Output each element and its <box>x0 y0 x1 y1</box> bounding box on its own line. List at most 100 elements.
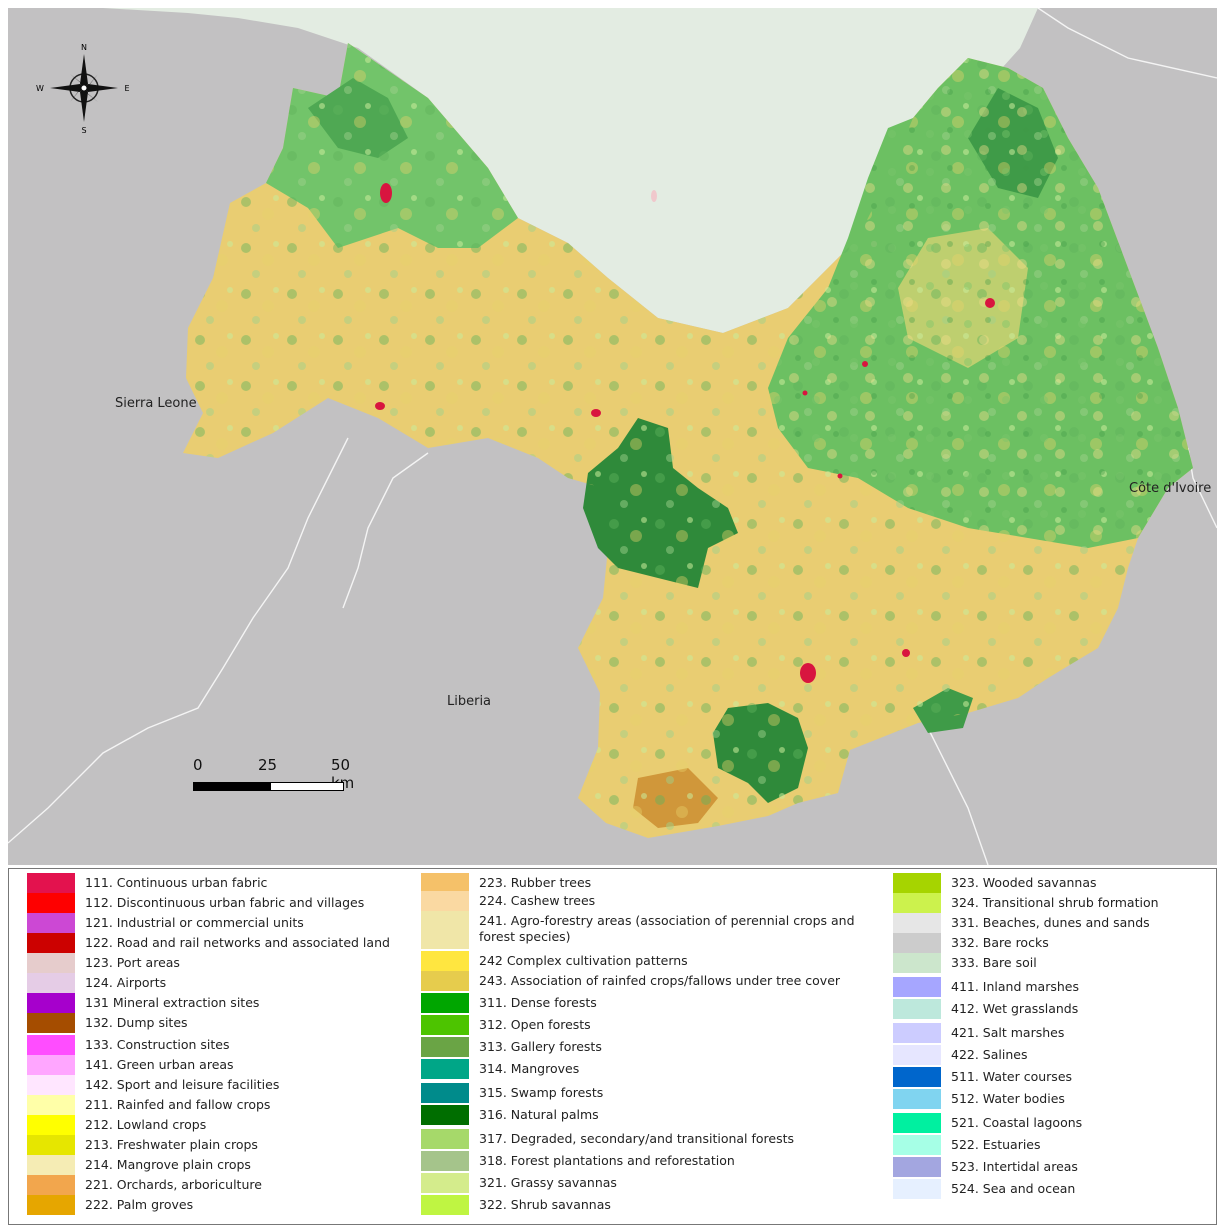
legend-label: 211. Rainfed and fallow crops <box>85 1097 271 1112</box>
legend-swatch <box>893 1089 941 1109</box>
legend-label: 121. Industrial or commercial units <box>85 915 304 930</box>
legend-swatch <box>421 1059 469 1079</box>
legend-label: 243. Association of rainfed crops/fallow… <box>479 973 841 988</box>
legend-label: 131 Mineral extraction sites <box>85 995 260 1010</box>
scale-tick-25: 25 <box>258 756 278 774</box>
scale-bar: 0 25 50 km <box>193 756 373 806</box>
legend-swatch <box>893 999 941 1019</box>
legend-swatch <box>27 993 75 1013</box>
legend-swatch <box>421 1083 469 1103</box>
compass-rose-icon: N S W E <box>36 43 129 135</box>
legend-label: 312. Open forests <box>479 1017 591 1032</box>
urban-areas <box>375 183 995 683</box>
compass-s: S <box>81 126 86 135</box>
legend-swatch <box>421 971 469 991</box>
legend-label: 321. Grassy savannas <box>479 1175 617 1190</box>
legend-swatch <box>421 1105 469 1125</box>
legend-label: 522. Estuaries <box>951 1137 1041 1152</box>
legend-swatch <box>27 1035 75 1055</box>
legend-swatch <box>27 973 75 993</box>
legend-swatch <box>421 1173 469 1193</box>
legend-swatch <box>421 1015 469 1035</box>
legend-swatch <box>27 1175 75 1195</box>
legend-swatch <box>893 1023 941 1043</box>
legend-label: 323. Wooded savannas <box>951 875 1097 890</box>
legend-label: 316. Natural palms <box>479 1107 599 1122</box>
label-liberia: Liberia <box>447 694 492 709</box>
legend-label: 523. Intertidal areas <box>951 1159 1078 1174</box>
country-borders <box>8 8 1217 865</box>
legend-label: 122. Road and rail networks and associat… <box>85 935 390 950</box>
legend-swatch <box>893 1135 941 1155</box>
legend-label: 421. Salt marshes <box>951 1025 1065 1040</box>
legend-swatch <box>27 933 75 953</box>
legend-swatch <box>893 1113 941 1133</box>
legend-swatch <box>893 933 941 953</box>
land-cover-map-svg: N S W E <box>8 8 1217 865</box>
legend-label: 221. Orchards, arboriculture <box>85 1177 262 1192</box>
legend-label: 212. Lowland crops <box>85 1117 207 1132</box>
legend-swatch <box>421 1037 469 1057</box>
legend-label: 318. Forest plantations and reforestatio… <box>479 1153 735 1168</box>
legend-label: 141. Green urban areas <box>85 1057 234 1072</box>
legend-label: 315. Swamp forests <box>479 1085 604 1100</box>
legend-swatch <box>893 1179 941 1199</box>
legend-label: 132. Dump sites <box>85 1015 188 1030</box>
legend-label: 242 Complex cultivation patterns <box>479 953 688 968</box>
legend-swatch <box>27 1115 75 1135</box>
compass-e: E <box>124 84 129 93</box>
compass-n: N <box>81 43 87 52</box>
legend-swatch <box>27 913 75 933</box>
legend-swatch <box>893 1157 941 1177</box>
legend-label: 223. Rubber trees <box>479 875 592 890</box>
legend-swatch <box>893 913 941 933</box>
legend-swatch <box>27 893 75 913</box>
legend-label: 422. Salines <box>951 1047 1028 1062</box>
legend-label: 142. Sport and leisure facilities <box>85 1077 280 1092</box>
legend-label: 123. Port areas <box>85 955 180 970</box>
legend-label: 521. Coastal lagoons <box>951 1115 1083 1130</box>
label-sierra-leone: Sierra Leone <box>115 396 197 411</box>
legend-swatch <box>27 1135 75 1155</box>
legend-swatch <box>421 873 469 893</box>
scale-tick-0: 0 <box>193 756 203 774</box>
map-legend: 111. Continuous urban fabric 112. Discont… <box>8 868 1217 1225</box>
legend-label: 511. Water courses <box>951 1069 1073 1084</box>
guinea-north-region <box>103 8 1038 333</box>
legend-swatch <box>893 893 941 913</box>
legend-label: 322. Shrub savannas <box>479 1197 611 1212</box>
legend-label: 332. Bare rocks <box>951 935 1049 950</box>
legend-label: 133. Construction sites <box>85 1037 230 1052</box>
legend-label: 112. Discontinuous urban fabric and vill… <box>85 895 365 910</box>
legend-label: 214. Mangrove plain crops <box>85 1157 251 1172</box>
scale-bar-black <box>193 782 271 791</box>
legend-label: 111. Continuous urban fabric <box>85 875 268 890</box>
legend-swatch <box>27 1075 75 1095</box>
legend-swatch <box>27 953 75 973</box>
legend-swatch <box>27 1013 75 1033</box>
legend-label: 512. Water bodies <box>951 1091 1065 1106</box>
legend-swatch <box>893 953 941 973</box>
legend-label: 241. Agro-forestry areas (association of… <box>479 913 855 944</box>
legend-swatch <box>27 1055 75 1075</box>
legend-label: 222. Palm groves <box>85 1197 194 1212</box>
legend-swatch <box>27 1195 75 1215</box>
compass-w: W <box>36 84 44 93</box>
legend-label: 314. Mangroves <box>479 1061 580 1076</box>
legend-swatch <box>421 1195 469 1215</box>
map-canvas: N S W E Sierra Leone Liberia Côte d'Ivoi… <box>8 8 1217 865</box>
legend-swatch <box>421 993 469 1013</box>
legend-swatch <box>893 1045 941 1065</box>
scale-bar-white <box>270 782 344 791</box>
legend-label: 333. Bare soil <box>951 955 1037 970</box>
legend-label: 224. Cashew trees <box>479 893 596 908</box>
legend-label: 317. Degraded, secondary/and transitiona… <box>479 1131 795 1146</box>
legend-swatch <box>421 1129 469 1149</box>
legend-swatch <box>421 911 469 949</box>
legend-label: 324. Transitional shrub formation <box>951 895 1159 910</box>
legend-swatch <box>27 1155 75 1175</box>
legend-swatch <box>421 951 469 971</box>
legend-label: 311. Dense forests <box>479 995 597 1010</box>
legend-label: 313. Gallery forests <box>479 1039 602 1054</box>
legend-label: 411. Inland marshes <box>951 979 1079 994</box>
